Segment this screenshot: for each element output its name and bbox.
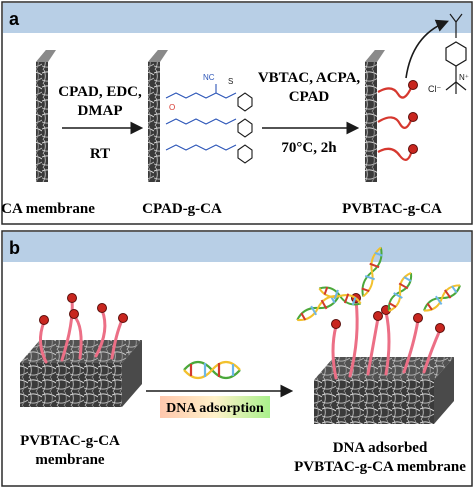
caption-right-line1: DNA adsorbed [333,440,428,456]
panel-b-header [3,232,471,262]
panel-b-label: b [9,238,20,258]
chem-n-label: N⁺ [459,73,469,82]
chem-cl-label: Cl⁻ [428,84,441,94]
left-brush-beads [39,293,128,325]
caption-cpad-g-ca: CPAD-g-CA [142,201,222,217]
step2-reagents-line2: CPAD [289,89,330,105]
caption-ca-membrane: CA membrane [1,201,95,217]
ca-membrane [36,50,56,182]
step1-reagents-line2: DMAP [78,103,123,119]
step1-reagents-line1: CPAD, EDC, [58,84,142,100]
cpad-chains [165,84,253,164]
chem-s-label: S [228,77,233,86]
vbtac-structure [445,13,467,94]
caption-left-line2: membrane [35,452,104,468]
right-brushes [331,298,442,380]
chem-nc-label: NC [203,73,215,82]
monomer-curved-arrow [405,19,449,79]
caption-left-line1: PVBTAC-g-CA [20,433,120,449]
dna-adsorption-label: DNA adsorption [166,401,264,416]
cpad-g-ca-membrane [148,50,168,182]
right-membrane-block [314,357,454,424]
panel-a-header [3,3,471,33]
right-brush-beads [331,293,445,333]
step2-condition: 70°C, 2h [281,140,337,156]
step2-reagents-line1: VBTAC, ACPA, [258,70,361,86]
dna-adsorption-label-box [160,396,270,418]
caption-pvbtac-g-ca: PVBTAC-g-CA [342,201,442,217]
panel-a-label: a [9,9,20,29]
pvbtac-g-ca-membrane [365,50,385,182]
dna-icon [183,360,241,380]
brush-end-beads-a [408,80,418,154]
caption-right-line2: PVBTAC-g-CA membrane [294,459,466,475]
chem-o-label: O [169,103,175,112]
adsorbed-dna-strands [296,246,461,322]
polymer-brushes-a [377,85,414,161]
panel-a-frame [1,1,473,225]
step1-condition: RT [90,146,110,162]
